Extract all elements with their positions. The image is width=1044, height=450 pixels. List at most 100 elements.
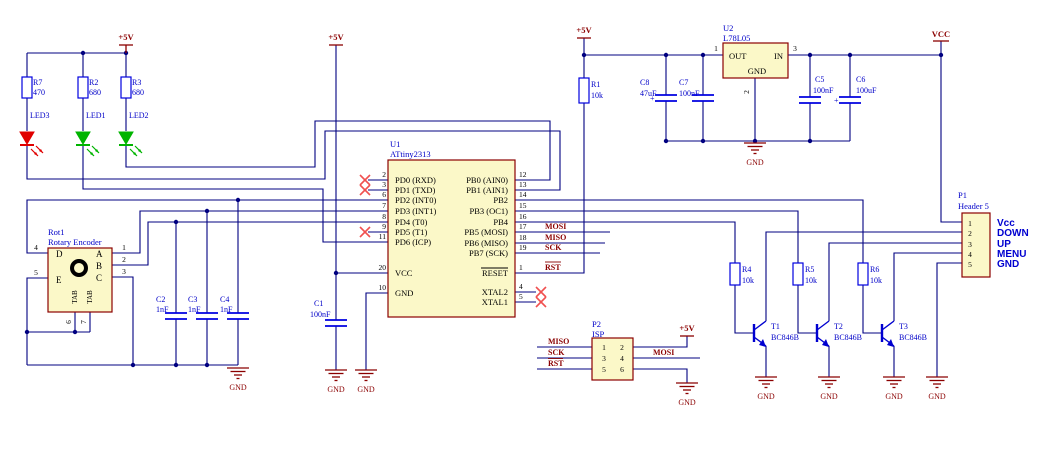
svg-text:SCK: SCK <box>545 243 562 252</box>
connector-p2[interactable]: P2 ISP 1 3 5 2 4 6 <box>591 319 634 381</box>
capacitor-c3[interactable]: C3 1nF <box>188 295 218 320</box>
svg-text:U1: U1 <box>390 139 400 149</box>
svg-text:T1: T1 <box>771 322 780 331</box>
capacitor-c1[interactable]: C1 100nF <box>310 299 347 327</box>
svg-text:GND: GND <box>357 385 375 394</box>
svg-text:6: 6 <box>620 365 624 374</box>
svg-text:R3: R3 <box>132 78 141 87</box>
svg-text:PD4 (T0): PD4 (T0) <box>395 217 428 227</box>
svg-text:GND: GND <box>678 398 696 407</box>
svg-text:R7: R7 <box>33 78 42 87</box>
nc-x-xtal1 <box>535 296 547 308</box>
nc-x-pd1 <box>359 184 371 196</box>
svg-text:4: 4 <box>519 282 523 291</box>
svg-text:P2: P2 <box>592 319 601 329</box>
svg-text:1: 1 <box>122 243 126 252</box>
svg-text:PB7 (SCK): PB7 (SCK) <box>469 248 508 258</box>
wires <box>26 38 962 383</box>
svg-text:C7: C7 <box>679 78 688 87</box>
svg-text:Header 5: Header 5 <box>958 201 989 211</box>
led-led2[interactable]: LED2 <box>118 111 149 157</box>
svg-text:R6: R6 <box>870 265 879 274</box>
svg-text:IN: IN <box>774 51 783 61</box>
capacitor-c8[interactable]: C8 47uF + <box>640 78 677 103</box>
svg-text:Rotary Encoder: Rotary Encoder <box>48 237 102 247</box>
gnd-symbol-t1: GND <box>755 376 777 401</box>
svg-text:13: 13 <box>519 180 527 189</box>
svg-text:PB3 (OC1): PB3 (OC1) <box>470 206 509 216</box>
svg-text:C3: C3 <box>188 295 197 304</box>
svg-text:T3: T3 <box>899 322 908 331</box>
led-led1[interactable]: LED1 <box>75 111 106 157</box>
svg-text:6: 6 <box>64 320 73 324</box>
svg-text:4: 4 <box>968 250 972 259</box>
capacitor-c5[interactable]: C5 100nF <box>799 75 834 104</box>
capacitor-c2[interactable]: C2 1nF <box>156 295 187 320</box>
svg-text:BC846B: BC846B <box>771 333 799 342</box>
svg-text:16: 16 <box>519 212 527 221</box>
svg-text:R5: R5 <box>805 265 814 274</box>
gnd-symbol-encoder: GND <box>227 367 249 392</box>
svg-text:2: 2 <box>122 255 126 264</box>
capacitor-c7[interactable]: C7 100nF <box>679 78 714 102</box>
svg-text:7: 7 <box>79 320 88 324</box>
svg-text:10k: 10k <box>805 276 817 285</box>
svg-text:680: 680 <box>89 88 101 97</box>
svg-text:RST: RST <box>545 263 561 272</box>
svg-text:TAB: TAB <box>86 290 94 304</box>
svg-text:DOWN: DOWN <box>997 228 1029 239</box>
nc-x-pd0 <box>359 174 371 186</box>
regulator-u2[interactable]: U2 L78L05 OUT IN GND 1 3 2 <box>714 23 797 94</box>
svg-text:47uF: 47uF <box>640 89 657 98</box>
svg-text:ISP: ISP <box>592 329 605 339</box>
plus5v-label: +5V <box>118 32 134 42</box>
gnd-symbol-isp: GND <box>676 382 698 407</box>
svg-text:UP: UP <box>997 239 1011 250</box>
gnd-symbol-u2: GND <box>744 142 766 167</box>
svg-text:U2: U2 <box>723 23 733 33</box>
svg-text:5: 5 <box>968 260 972 269</box>
svg-text:2: 2 <box>620 343 624 352</box>
svg-text:GND: GND <box>928 392 946 401</box>
svg-text:R4: R4 <box>742 265 751 274</box>
svg-text:C: C <box>96 273 102 283</box>
svg-text:D: D <box>56 249 63 259</box>
svg-text:7: 7 <box>382 201 386 210</box>
gnd-symbol-t2: GND <box>818 376 840 401</box>
resistor-r2[interactable]: R2 680 <box>77 76 101 99</box>
led-led3[interactable]: LED3 <box>19 111 50 157</box>
connector-p1[interactable]: P1 Header 5 1 2 3 4 5 Vcc DOWN UP MENU G… <box>958 190 1029 278</box>
svg-text:100nF: 100nF <box>310 310 331 319</box>
svg-text:A: A <box>96 249 103 259</box>
svg-text:C6: C6 <box>856 75 865 84</box>
resistor-r4[interactable]: R4 10k <box>729 262 754 286</box>
svg-text:GND: GND <box>885 392 903 401</box>
transistor-t2[interactable]: T2 BC846B <box>815 320 862 347</box>
ic-u1[interactable]: U1 ATtiny2313 PD0 (RXD) PD1 (TXD) PD2 (I… <box>379 139 527 318</box>
transistor-t1[interactable]: T1 BC846B <box>752 320 799 347</box>
resistor-r5[interactable]: R5 10k <box>792 262 817 286</box>
resistor-r1[interactable]: R1 10k <box>578 77 603 104</box>
svg-text:3: 3 <box>382 180 386 189</box>
resistor-r3[interactable]: R3 680 <box>120 76 144 99</box>
svg-text:B: B <box>96 261 102 271</box>
svg-text:Vcc: Vcc <box>997 218 1015 229</box>
svg-text:R1: R1 <box>591 80 600 89</box>
svg-text:GND: GND <box>757 392 775 401</box>
rotary-encoder-rot1[interactable]: Rot1 Rotary Encoder D E A B C TAB TAB 4 … <box>34 227 126 324</box>
gnd-symbol-t3: GND <box>883 376 905 401</box>
resistor-r7[interactable]: R7 470 <box>21 76 45 99</box>
svg-text:LED1: LED1 <box>86 111 106 120</box>
svg-text:100nF: 100nF <box>679 89 700 98</box>
svg-text:1nF: 1nF <box>220 305 233 314</box>
svg-text:4: 4 <box>620 354 624 363</box>
resistor-r6[interactable]: R6 10k <box>857 262 882 286</box>
svg-text:6: 6 <box>382 190 386 199</box>
svg-text:LED3: LED3 <box>30 111 50 120</box>
svg-text:100uF: 100uF <box>856 86 877 95</box>
svg-text:GND: GND <box>997 259 1019 270</box>
transistor-t3[interactable]: T3 BC846B <box>880 320 927 347</box>
capacitor-c6[interactable]: C6 100uF + <box>834 75 877 105</box>
svg-text:680: 680 <box>132 88 144 97</box>
capacitor-c4[interactable]: C4 1nF <box>220 295 249 320</box>
